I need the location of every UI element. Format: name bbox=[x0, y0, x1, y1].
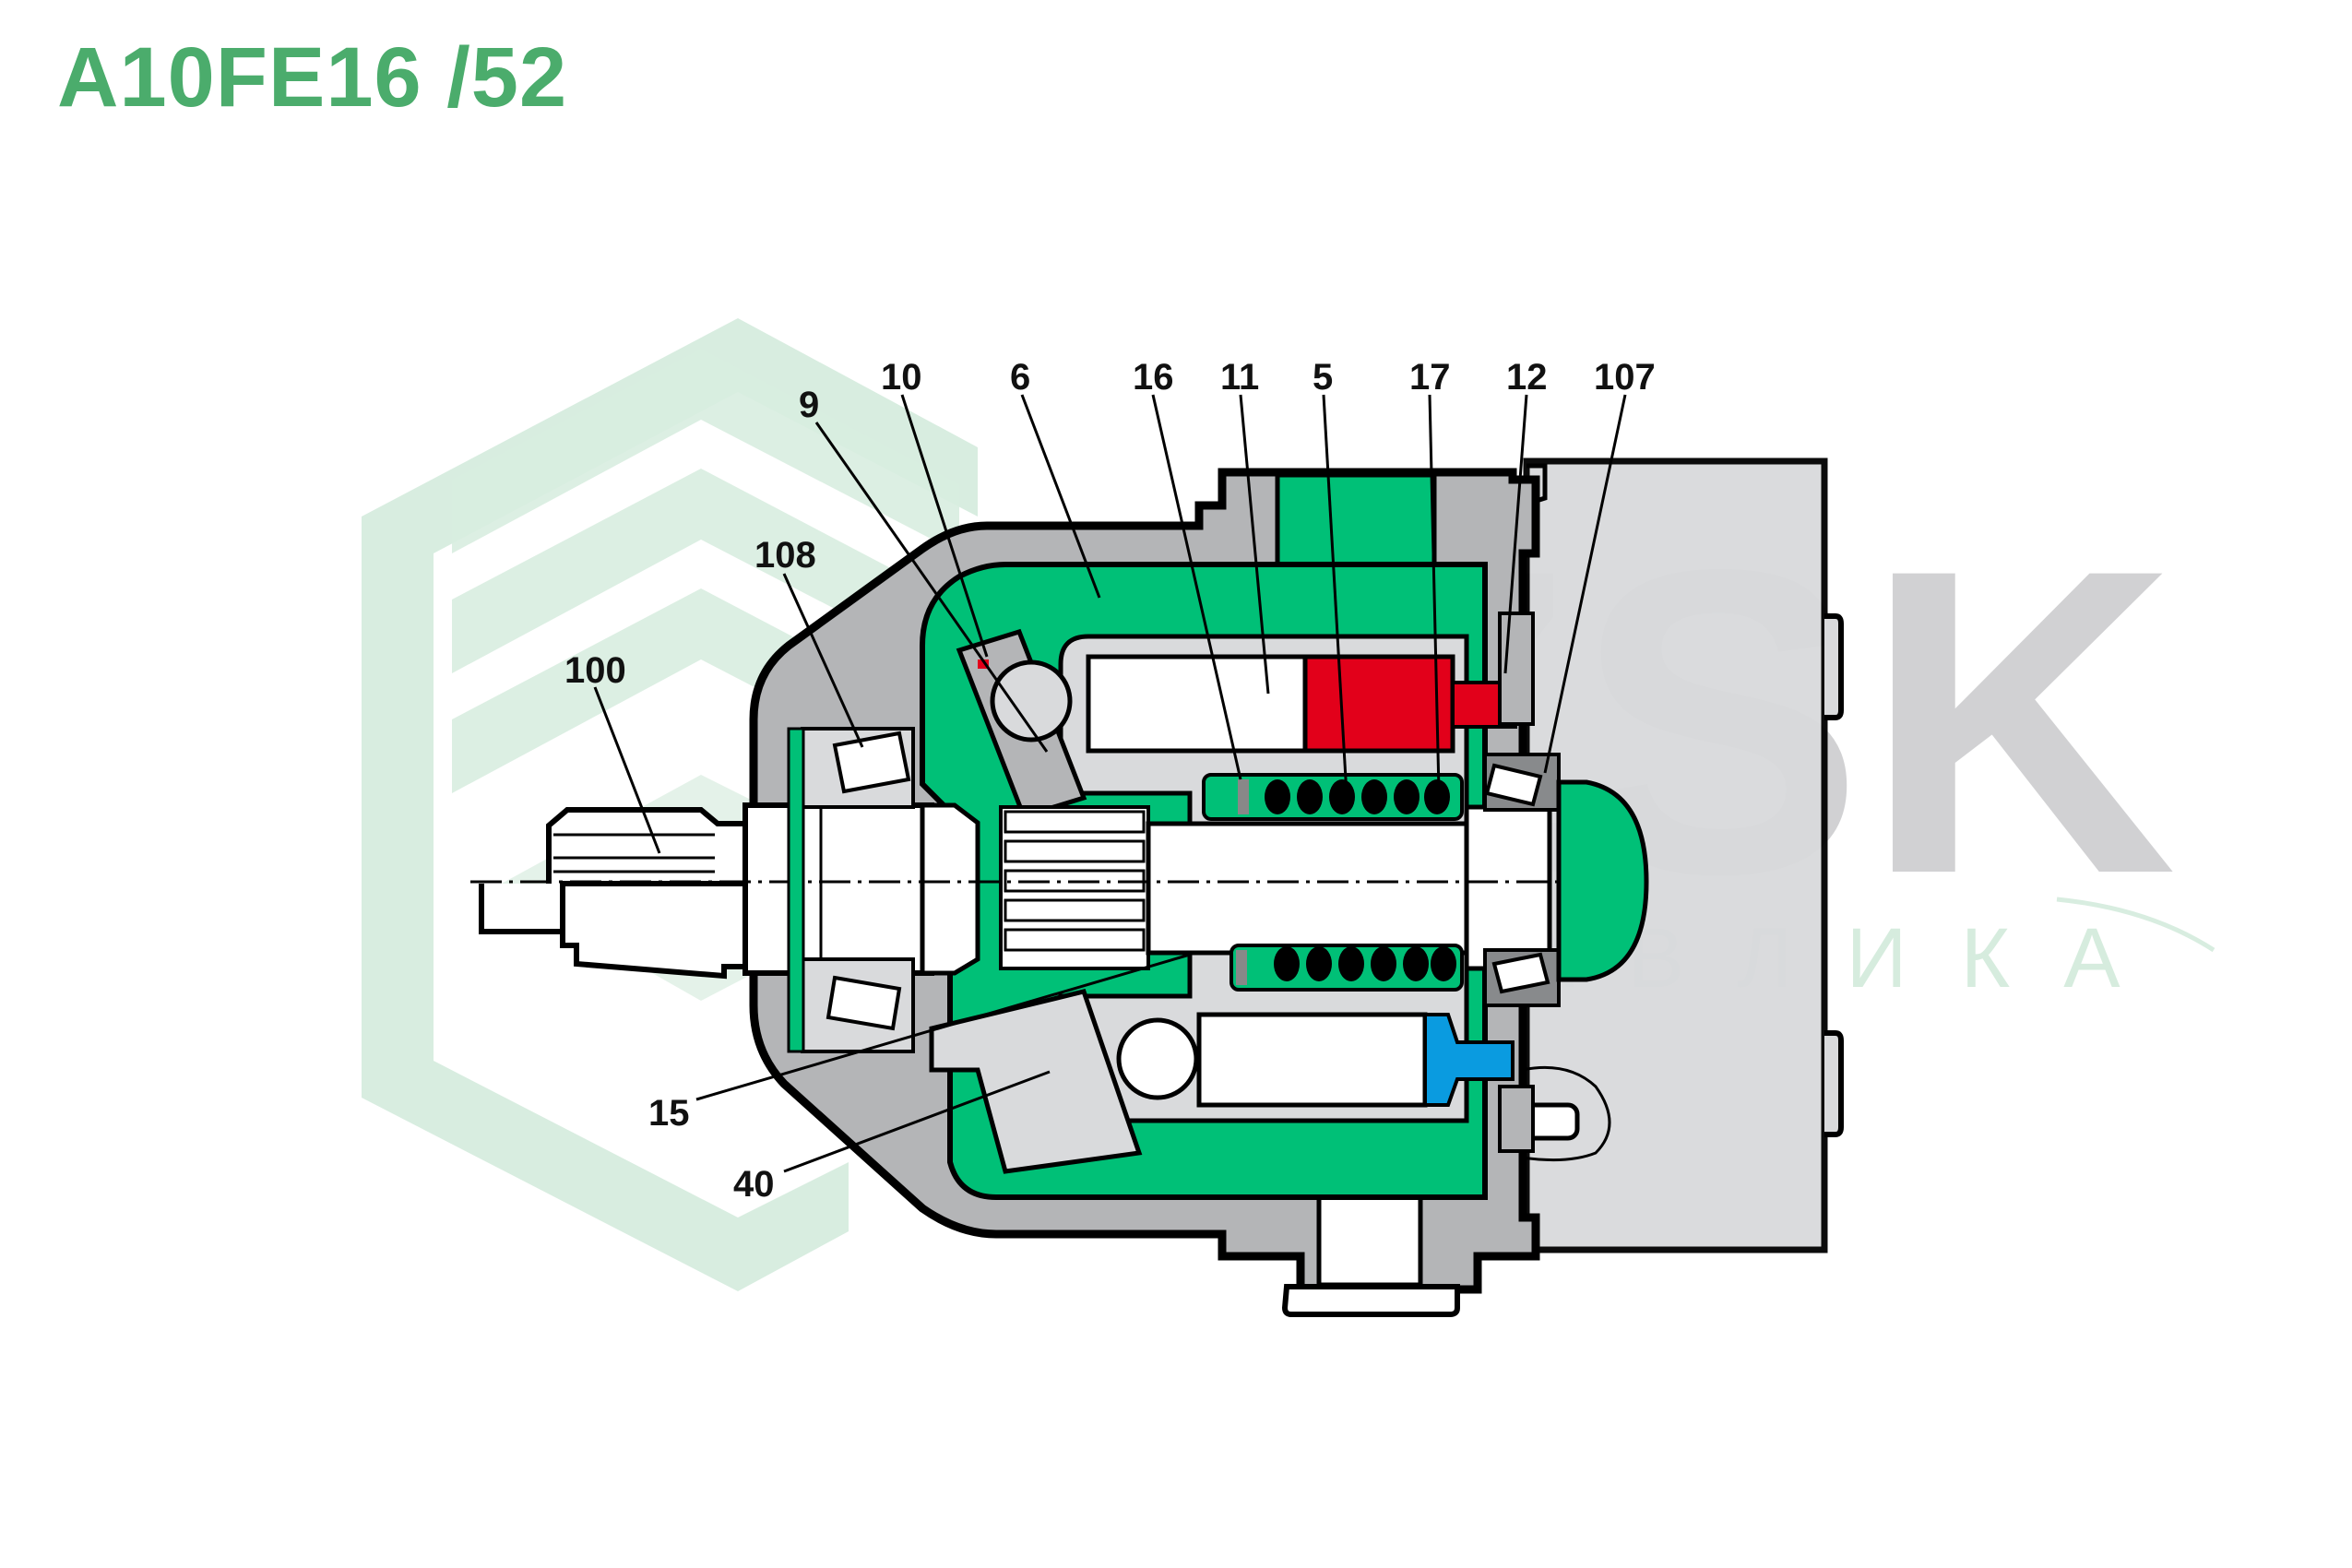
front-bearing bbox=[787, 727, 915, 1053]
leader-12 bbox=[1503, 394, 1528, 674]
callout-17: 17 bbox=[1409, 357, 1451, 398]
high-pressure-chamber bbox=[1302, 654, 1455, 754]
leader-100 bbox=[593, 686, 661, 854]
upper-piston-ball bbox=[990, 659, 1073, 742]
callout-6: 6 bbox=[1010, 357, 1030, 398]
leader-108 bbox=[782, 573, 864, 748]
bottom-port bbox=[1316, 1194, 1423, 1288]
leader-6 bbox=[1020, 394, 1101, 599]
leader-15 bbox=[695, 953, 1191, 1101]
leader-16 bbox=[1151, 394, 1242, 780]
callout-10: 10 bbox=[881, 357, 922, 398]
leader-17 bbox=[1428, 394, 1441, 792]
callout-5: 5 bbox=[1313, 357, 1333, 398]
cylinder-splines bbox=[1004, 810, 1146, 952]
low-pressure-chamber bbox=[1423, 1013, 1515, 1107]
callout-108: 108 bbox=[754, 535, 816, 576]
rear-bearing bbox=[1483, 612, 1649, 1153]
leader-107 bbox=[1543, 394, 1627, 774]
lower-piston bbox=[1116, 1012, 1515, 1108]
lower-piston-ball bbox=[1116, 1017, 1199, 1100]
leader-11 bbox=[1239, 394, 1270, 695]
spring-upper bbox=[1202, 773, 1464, 821]
callout-100: 100 bbox=[564, 650, 626, 691]
callout-12: 12 bbox=[1506, 357, 1548, 398]
leader-5 bbox=[1322, 394, 1348, 796]
drive-shaft bbox=[470, 802, 1610, 980]
leader-10 bbox=[900, 394, 989, 658]
top-port bbox=[1275, 472, 1437, 570]
callout-leaders bbox=[593, 394, 1627, 1173]
watermark-swoosh bbox=[2056, 897, 2215, 953]
spring-lower bbox=[1229, 944, 1464, 992]
callout-11: 11 bbox=[1220, 357, 1259, 398]
leader-40 bbox=[783, 1070, 1051, 1173]
callout-labels: 9 10 6 16 11 5 17 12 107 108 100 15 40 bbox=[564, 357, 1656, 1205]
leader-9 bbox=[814, 422, 1049, 753]
callout-40: 40 bbox=[733, 1164, 775, 1205]
callout-16: 16 bbox=[1133, 357, 1174, 398]
page-title: A10FE16 /52 bbox=[57, 30, 568, 125]
rear-bearing-cap bbox=[1556, 779, 1649, 982]
shaft-key bbox=[479, 884, 565, 934]
callout-107: 107 bbox=[1594, 357, 1656, 398]
locating-pin-outline bbox=[1521, 1065, 1611, 1162]
callout-15: 15 bbox=[648, 1093, 690, 1134]
callout-9: 9 bbox=[799, 385, 819, 425]
upper-piston bbox=[978, 654, 1517, 754]
